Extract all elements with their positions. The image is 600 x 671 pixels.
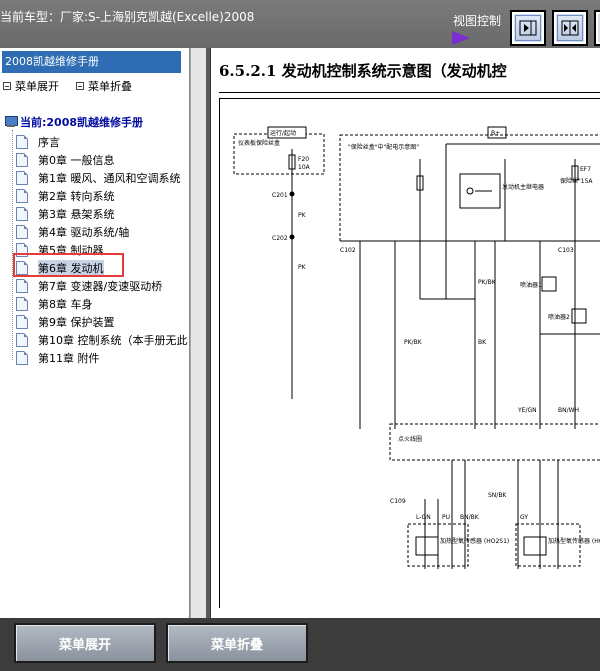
bplus-label: B+: [491, 130, 500, 137]
chapter-label: 第8章 车身: [38, 298, 93, 311]
l-gn-wire-label: L-GN: [416, 514, 431, 521]
chapter-label: 第6章 发动机: [38, 260, 104, 276]
fuse-10a-label: 10A: [298, 164, 311, 171]
run-start-label: 运行/起动: [270, 129, 296, 137]
manual-title[interactable]: 2008凯越维修手册: [2, 51, 181, 73]
expand-menu-button[interactable]: 菜单展开: [14, 623, 156, 663]
document-icon: [16, 171, 28, 185]
o2-downstream-label: 加热型氧传感器 (HO2S2): [548, 537, 600, 545]
ecm-block-label: 点火线圈: [398, 435, 422, 443]
document-title: 6.5.2.1 发动机控制系统示意图（发动机控: [219, 62, 507, 80]
chapter-label: 第3章 悬架系统: [38, 208, 115, 221]
chapter-item-1[interactable]: 第0章 一般信息: [16, 152, 115, 168]
c102-label: C102: [340, 247, 356, 254]
chapter-label: 第10章 控制系统（本手册无此: [38, 334, 188, 347]
document-icon: [16, 333, 28, 347]
injector2-label: 喷油器2: [548, 313, 570, 321]
fuse-ef7-desc: 保险丝"15A: [560, 177, 593, 185]
document-icon: [16, 243, 28, 257]
underhood-note: "保险丝盒"中"配电示意图": [348, 143, 419, 151]
tree-guide-line: [12, 130, 13, 360]
vehicle-title: 当前车型：厂家:S-上海别克凯越(Excelle)2008: [0, 10, 255, 24]
expand-icon: [3, 82, 11, 90]
chapter-label: 第11章 附件: [38, 352, 100, 365]
pk-bk-wire-label: PK/BK: [404, 339, 423, 346]
document-icon: [16, 279, 28, 293]
computer-icon: [4, 116, 18, 128]
chapter-item-12[interactable]: 第11章 附件: [16, 350, 100, 366]
chapter-item-8[interactable]: 第7章 变速器/变速驱动桥: [16, 278, 162, 294]
wiring-diagram[interactable]: 运行/起动 B+ 仪表板保险丝盒 "保险丝盒"中"配电示意图" F20 10A …: [219, 98, 600, 608]
chapter-item-6[interactable]: 第5章 制动器: [16, 242, 104, 258]
pu-wire-label: PU: [442, 514, 450, 521]
chapter-item-11[interactable]: 第10章 控制系统（本手册无此: [16, 332, 188, 348]
menu-panel: 2008凯越维修手册 菜单展开 菜单折叠 当前:2008凯越维修手册 序言第0章…: [0, 48, 190, 618]
document-icon: [16, 261, 28, 275]
pk-wire-label-2: PK: [298, 264, 307, 271]
chapter-label: 第9章 保护装置: [38, 316, 115, 329]
fuse-ef7-label: EF7: [580, 166, 591, 173]
fuse-f20-label: F20: [298, 156, 309, 163]
injector1-label: 喷油器1: [520, 281, 542, 289]
document-icon: [16, 207, 28, 221]
chapter-label: 序言: [38, 136, 60, 149]
collapse-menu-button[interactable]: 菜单折叠: [166, 623, 308, 663]
chapter-label: 第2章 转向系统: [38, 190, 115, 203]
chapter-item-3[interactable]: 第2章 转向系统: [16, 188, 115, 204]
chapter-item-4[interactable]: 第3章 悬架系统: [16, 206, 115, 222]
menu-expand-link[interactable]: 菜单展开: [3, 78, 59, 94]
view-control-label: 视图控制: [453, 14, 502, 28]
extra-view-button[interactable]: [594, 10, 600, 46]
chapter-item-7[interactable]: 第6章 发动机: [16, 260, 104, 276]
c103-label: C103: [558, 247, 574, 254]
pk-wire-label: PK: [298, 212, 307, 219]
ye-gn-wire-label: YE/GN: [517, 407, 537, 414]
chapter-label: 第4章 驱动系统/轴: [38, 226, 130, 239]
menu-collapse-link[interactable]: 菜单折叠: [76, 78, 132, 94]
split-view-icon: [557, 15, 583, 41]
bk-wire-label: BK: [478, 339, 487, 346]
o2-upstream-label: 加热型氧传感器 (HO2S1): [440, 537, 509, 545]
document-icon: [16, 225, 28, 239]
document-icon: [16, 189, 28, 203]
bn-bk-wire-label: BN/BK: [460, 514, 480, 521]
split-view-button[interactable]: [552, 10, 588, 46]
chapter-label: 第1章 暖风、通风和空调系统: [38, 172, 181, 185]
document-icon: [16, 153, 28, 167]
expand-right-button[interactable]: [510, 10, 546, 46]
chapter-label: 第7章 变速器/变速驱动桥: [38, 280, 163, 293]
c201-label: C201: [272, 192, 288, 199]
bn-wh-wire-label: BN/WH: [558, 407, 579, 414]
collapse-icon: [76, 82, 84, 90]
menu-scrollbar[interactable]: [190, 48, 206, 618]
document-icon: [16, 135, 28, 149]
chapter-label: 第5章 制动器: [38, 244, 104, 257]
chapter-item-2[interactable]: 第1章 暖风、通风和空调系统: [16, 170, 181, 186]
chapter-item-10[interactable]: 第9章 保护装置: [16, 314, 115, 330]
chapter-item-9[interactable]: 第8章 车身: [16, 296, 93, 312]
wiring-diagram-svg: 运行/起动 B+ 仪表板保险丝盒 "保险丝盒"中"配电示意图" F20 10A …: [233, 126, 600, 569]
document-icon: [16, 315, 28, 329]
panel-right-icon: [515, 15, 541, 41]
tree-root[interactable]: 当前:2008凯越维修手册: [4, 114, 143, 130]
c109-label: C109: [390, 498, 406, 505]
bottom-toolbar: 菜单展开 菜单折叠: [0, 618, 600, 671]
pk-bk-wire-label-2: PK/BK: [478, 279, 497, 286]
chapter-label: 第0章 一般信息: [38, 154, 115, 167]
document-icon: [16, 351, 28, 365]
document-icon: [16, 297, 28, 311]
chapter-item-0[interactable]: 序言: [16, 134, 60, 150]
view-pointer-icon: [452, 31, 470, 45]
c202-label: C202: [272, 235, 288, 242]
gy-wire-label: GY: [520, 514, 528, 521]
chapter-item-5[interactable]: 第4章 驱动系统/轴: [16, 224, 129, 240]
top-bar: 当前车型：厂家:S-上海别克凯越(Excelle)2008 视图控制: [0, 0, 600, 48]
ecm-relay-label: 发动机主继电器: [502, 183, 544, 191]
fuse-box-note: 仪表板保险丝盒: [238, 139, 280, 147]
sn-bk-wire-label: SN/BK: [488, 492, 507, 499]
title-divider: [219, 92, 600, 93]
document-panel: 6.5.2.1 发动机控制系统示意图（发动机控: [210, 48, 600, 618]
